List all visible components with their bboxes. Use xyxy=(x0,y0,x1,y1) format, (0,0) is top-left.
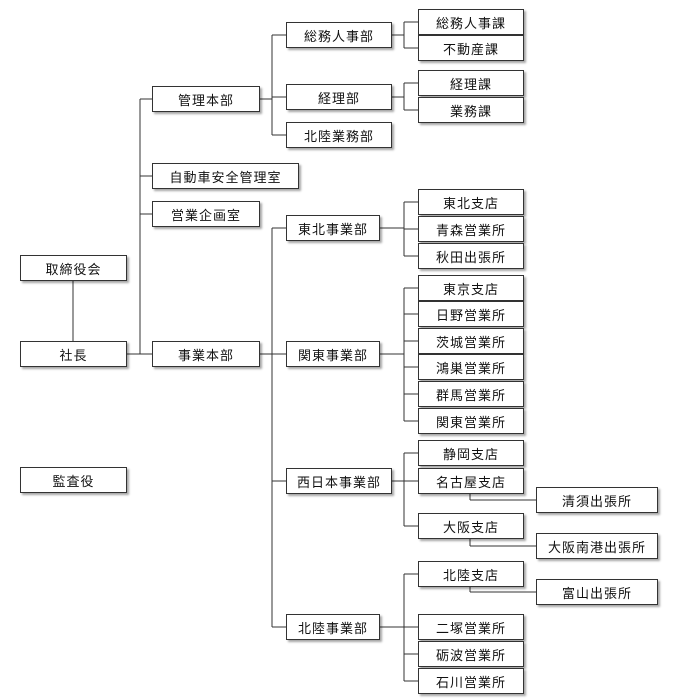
toyama-branch-office-box: 富山出張所 xyxy=(536,579,658,605)
ibaraki-office-box: 茨城営業所 xyxy=(418,328,524,354)
hokuriku-branch-box: 北陸支店 xyxy=(418,561,524,587)
osaka-branch-box: 大阪支店 xyxy=(418,513,524,539)
business-hq-box: 事業本部 xyxy=(152,341,260,367)
board-of-directors-box: 取締役会 xyxy=(20,255,127,281)
aomori-office-box: 青森営業所 xyxy=(418,216,524,242)
ishikawa-office-box: 石川営業所 xyxy=(418,668,524,694)
vehicle-safety-office-box: 自動車安全管理室 xyxy=(152,163,299,189)
nishinihon-division-box: 西日本事業部 xyxy=(286,468,392,494)
tokyo-branch-box: 東京支店 xyxy=(418,275,524,301)
hokuriku-division-box: 北陸事業部 xyxy=(286,614,380,640)
auditor-box: 監査役 xyxy=(20,467,127,493)
futatsuka-office-box: 二塚営業所 xyxy=(418,614,524,640)
general-affairs-section-box: 総務人事課 xyxy=(418,9,524,35)
hokuriku-ops-dept-box: 北陸業務部 xyxy=(286,122,392,148)
tonami-office-box: 砺波営業所 xyxy=(418,641,524,667)
shizuoka-branch-box: 静岡支店 xyxy=(418,440,524,466)
tohoku-branch-box: 東北支店 xyxy=(418,189,524,215)
gunma-office-box: 群馬営業所 xyxy=(418,381,524,407)
business-planning-office-box: 営業企画室 xyxy=(152,201,260,227)
akita-branch-office-box: 秋田出張所 xyxy=(418,243,524,269)
konosu-office-box: 鴻巣営業所 xyxy=(418,354,524,380)
kanto-division-box: 関東事業部 xyxy=(286,341,380,367)
admin-hq-box: 管理本部 xyxy=(152,86,260,112)
operations-section-box: 業務課 xyxy=(418,97,524,123)
kiyosu-branch-office-box: 清須出張所 xyxy=(536,487,658,513)
kanto-office-box: 関東営業所 xyxy=(418,408,524,434)
tohoku-division-box: 東北事業部 xyxy=(286,215,380,241)
osaka-nanko-branch-office-box: 大阪南港出張所 xyxy=(536,533,658,559)
accounting-section-box: 経理課 xyxy=(418,70,524,96)
general-affairs-dept-box: 総務人事部 xyxy=(286,22,392,48)
president-box: 社長 xyxy=(20,341,127,367)
real-estate-section-box: 不動産課 xyxy=(418,35,524,61)
nagoya-branch-box: 名古屋支店 xyxy=(418,468,524,494)
hino-office-box: 日野営業所 xyxy=(418,301,524,327)
accounting-dept-box: 経理部 xyxy=(286,84,392,110)
